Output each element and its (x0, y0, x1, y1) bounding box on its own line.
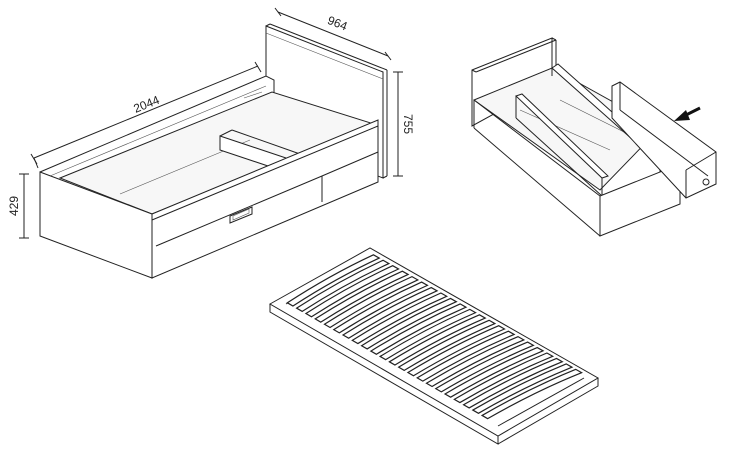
slat (434, 341, 535, 393)
slat (462, 357, 564, 409)
slat (388, 314, 487, 366)
slat (397, 319, 497, 372)
small-divider (515, 93, 609, 179)
slat (378, 308, 477, 361)
slat (351, 292, 449, 345)
slat (323, 275, 420, 329)
slat (453, 352, 555, 404)
drawer-insertion-view (471, 37, 717, 237)
dimension-height: 755 (393, 71, 415, 177)
dimension-base-height-label: 429 (7, 196, 21, 216)
slat (304, 265, 400, 318)
front-rail (151, 119, 379, 279)
dimension-height-label: 755 (401, 114, 415, 134)
slat (416, 330, 516, 382)
drawer-wheel (702, 178, 710, 186)
dimension-base-height: 429 (7, 173, 29, 239)
dimension-width: 964 (274, 7, 392, 61)
slat (360, 297, 458, 350)
slats-group (286, 254, 583, 420)
slat (332, 281, 429, 334)
slat (369, 303, 468, 355)
small-foot-end (599, 163, 681, 237)
slat (443, 346, 545, 398)
bed-isometric-view (39, 23, 388, 279)
slat (425, 335, 526, 388)
slat (286, 254, 381, 307)
slat (480, 368, 583, 420)
insert-arrow-icon (674, 106, 701, 121)
slat (314, 270, 410, 323)
slat (471, 363, 574, 414)
slat (341, 286, 439, 339)
slat (295, 259, 391, 313)
dimension-width-label: 964 (326, 13, 350, 33)
slatted-base-view (268, 247, 600, 445)
dimension-length-label: 2044 (131, 93, 161, 116)
slat (406, 325, 506, 377)
